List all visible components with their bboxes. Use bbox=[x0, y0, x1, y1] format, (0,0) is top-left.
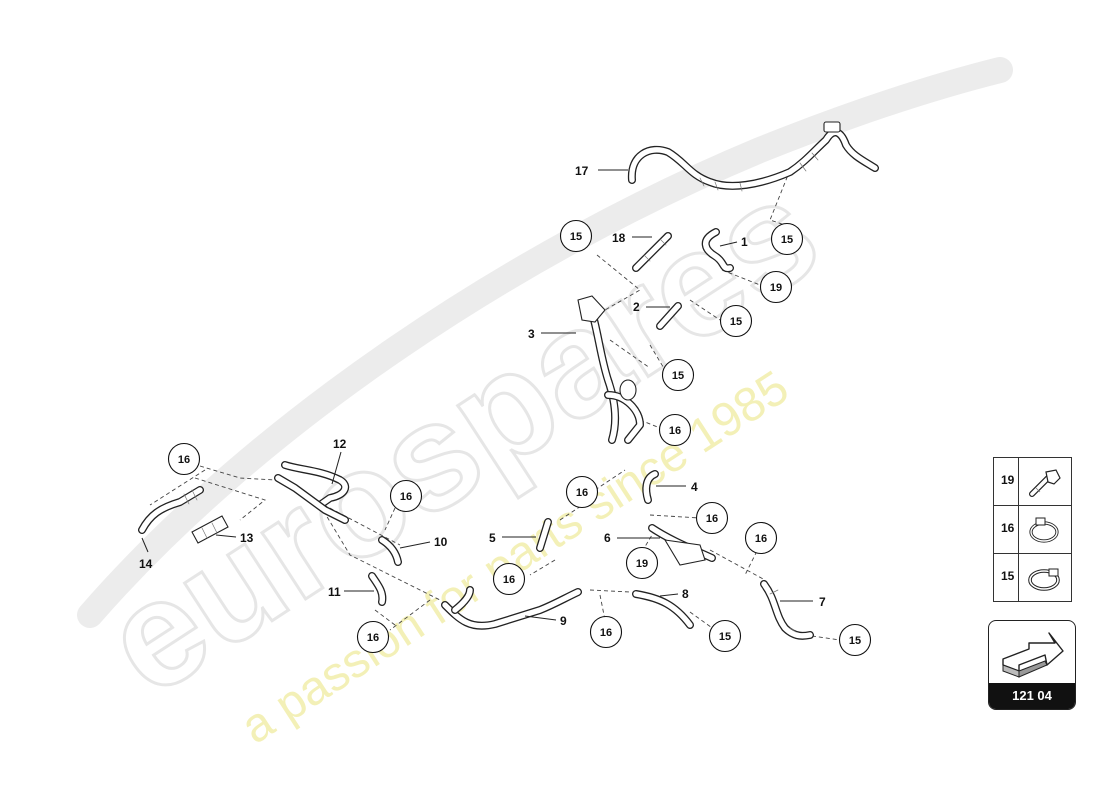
svg-text:16: 16 bbox=[669, 425, 681, 437]
callout-18: 18 bbox=[612, 231, 626, 245]
pipe-18 bbox=[632, 232, 672, 272]
svg-text:15: 15 bbox=[570, 231, 582, 243]
callout-13: 13 bbox=[240, 531, 254, 545]
callout-leaders bbox=[141, 169, 813, 621]
hose-1 bbox=[701, 228, 734, 273]
circled-callout-15-d: 15 bbox=[661, 358, 695, 392]
svg-text:16: 16 bbox=[600, 627, 612, 639]
callout-labels: 17 18 1 2 3 4 5 6 7 8 9 10 11 12 13 14 bbox=[139, 164, 826, 628]
callout-3: 3 bbox=[528, 327, 535, 341]
fastener-legend: 19 16 15 bbox=[993, 457, 1072, 602]
svg-text:16: 16 bbox=[178, 454, 190, 466]
filter-13 bbox=[191, 515, 229, 544]
callout-10: 10 bbox=[434, 535, 448, 549]
hose-8 bbox=[632, 590, 694, 629]
svg-text:16: 16 bbox=[367, 632, 379, 644]
hose-14 bbox=[138, 486, 204, 534]
hose-3 bbox=[577, 295, 644, 444]
legend-number: 16 bbox=[1001, 521, 1015, 535]
circled-callout-19-a: 19 bbox=[759, 270, 793, 304]
circled-callout-15-e: 15 bbox=[708, 619, 742, 653]
legend-number: 19 bbox=[1001, 473, 1015, 487]
svg-text:16: 16 bbox=[400, 491, 412, 503]
svg-text:15: 15 bbox=[730, 316, 742, 328]
svg-text:15: 15 bbox=[672, 370, 684, 382]
circled-callout-16-f: 16 bbox=[744, 521, 778, 555]
circled-callout-16-h: 16 bbox=[589, 615, 623, 649]
arrow-icon bbox=[1002, 632, 1064, 678]
svg-text:16: 16 bbox=[755, 533, 767, 545]
legend-row-15: 15 bbox=[994, 554, 1071, 601]
svg-text:16: 16 bbox=[576, 487, 588, 499]
svg-text:15: 15 bbox=[849, 635, 861, 647]
callout-1: 1 bbox=[741, 235, 748, 249]
callout-12: 12 bbox=[333, 437, 347, 451]
circled-callout-16-g: 16 bbox=[492, 562, 526, 596]
callout-11: 11 bbox=[328, 585, 341, 599]
callout-2: 2 bbox=[633, 300, 640, 314]
hose-assemblies bbox=[138, 121, 879, 640]
pipe-12 bbox=[274, 461, 350, 524]
callout-14: 14 bbox=[139, 557, 153, 571]
legend-row-16: 16 bbox=[994, 506, 1071, 554]
callout-9: 9 bbox=[560, 614, 567, 628]
hose-4 bbox=[642, 470, 659, 504]
section-nav-card[interactable]: 121 04 bbox=[988, 620, 1076, 710]
svg-text:16: 16 bbox=[706, 513, 718, 525]
circled-callout-15-f: 15 bbox=[838, 623, 872, 657]
connector-10 bbox=[378, 536, 402, 566]
circled-callout-16-d: 16 bbox=[565, 475, 599, 509]
legend-number: 15 bbox=[1001, 569, 1015, 583]
hose-17 bbox=[627, 121, 879, 192]
circled-callouts: 15 15 15 15 15 15 16 16 16 16 16 16 16 1… bbox=[167, 219, 872, 657]
svg-text:19: 19 bbox=[770, 282, 782, 294]
svg-text:15: 15 bbox=[781, 234, 793, 246]
circled-callout-15-c: 15 bbox=[719, 304, 753, 338]
callout-5: 5 bbox=[489, 531, 496, 545]
callout-8: 8 bbox=[682, 587, 689, 601]
legend-row-19: 19 bbox=[994, 458, 1071, 506]
connector-5 bbox=[536, 518, 552, 552]
circled-callout-16-b: 16 bbox=[389, 479, 423, 513]
circled-callout-16-a: 16 bbox=[167, 442, 201, 476]
circled-callout-15-a: 15 bbox=[770, 222, 804, 256]
pipe-2 bbox=[656, 302, 682, 330]
callout-7: 7 bbox=[819, 595, 826, 609]
circled-callout-16-i: 16 bbox=[356, 620, 390, 654]
callout-17: 17 bbox=[575, 164, 589, 178]
callout-6: 6 bbox=[604, 531, 611, 545]
section-code: 121 04 bbox=[989, 683, 1075, 709]
hose-clamp-icon bbox=[1028, 568, 1060, 591]
circled-callout-19-b: 19 bbox=[625, 546, 659, 580]
pipe-9 bbox=[441, 586, 582, 630]
hose-clamp-icon bbox=[1029, 517, 1059, 543]
circled-callout-15-b: 15 bbox=[559, 219, 593, 253]
callout-4: 4 bbox=[691, 480, 698, 494]
circled-callout-16-c: 16 bbox=[658, 413, 692, 447]
svg-text:15: 15 bbox=[719, 631, 731, 643]
svg-text:16: 16 bbox=[503, 574, 515, 586]
bolt-icon bbox=[1029, 469, 1061, 497]
svg-text:19: 19 bbox=[636, 558, 648, 570]
hose-6 bbox=[648, 524, 716, 566]
circled-callout-16-e: 16 bbox=[695, 501, 729, 535]
connector-11 bbox=[368, 572, 387, 606]
hose-7 bbox=[760, 580, 814, 640]
